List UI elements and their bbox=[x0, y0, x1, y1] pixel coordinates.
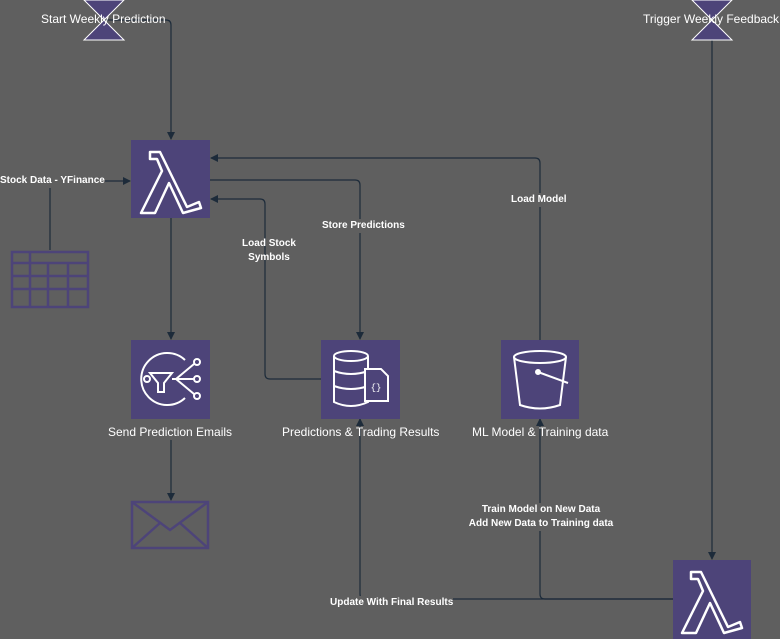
dynamodb-table-icon: {} bbox=[333, 350, 389, 407]
feedback-trigger-icon[interactable] bbox=[690, 0, 734, 41]
edge-label-load-symbols: Load Stock Symbols bbox=[236, 237, 302, 265]
dynamodb-node[interactable]: {} bbox=[321, 340, 400, 419]
spreadsheet-icon bbox=[10, 250, 90, 309]
edge-label-load-symbols-line1: Load Stock bbox=[242, 238, 296, 249]
sns-topic-icon bbox=[140, 352, 201, 406]
dynamodb-label: Predictions & Trading Results bbox=[282, 425, 440, 439]
edge-start-to-lambda[interactable] bbox=[104, 19, 175, 140]
sns-label: Send Prediction Emails bbox=[108, 425, 233, 439]
s3-label: ML Model & Training data bbox=[472, 425, 609, 439]
edge-label-load-model: Load Model bbox=[511, 193, 567, 207]
sns-node[interactable] bbox=[131, 340, 210, 419]
lambda-icon bbox=[680, 570, 744, 635]
start-trigger-label: Start Weekly Prediction bbox=[41, 12, 166, 26]
spreadsheet-node[interactable] bbox=[10, 250, 90, 309]
envelope-icon bbox=[130, 500, 210, 550]
edge-load-symbols[interactable] bbox=[210, 195, 321, 380]
email-node[interactable] bbox=[130, 500, 210, 550]
edge-label-update-results: Update With Final Results bbox=[330, 596, 454, 610]
edge-stock-data[interactable] bbox=[49, 177, 131, 250]
lambda-feedback-node[interactable] bbox=[673, 560, 751, 639]
edge-label-train-line1: Train Model on New Data bbox=[481, 504, 601, 515]
edge-store-predictions[interactable] bbox=[210, 179, 364, 340]
edge-load-model[interactable] bbox=[210, 154, 541, 340]
lambda-icon bbox=[139, 150, 203, 215]
s3-bucket-icon bbox=[513, 350, 569, 410]
svg-text:{}: {} bbox=[371, 383, 382, 393]
edge-label-train-line2: Add New Data to Training data bbox=[468, 518, 614, 529]
edge-label-store-predictions: Store Predictions bbox=[322, 219, 405, 233]
edge-label-stock-data: Stock Data - YFinance bbox=[0, 174, 105, 188]
edge-label-load-symbols-line2: Symbols bbox=[248, 252, 290, 263]
edge-label-train: Train Model on New Data Add New Data to … bbox=[463, 503, 619, 531]
lambda-main-node[interactable] bbox=[131, 140, 210, 218]
s3-node[interactable] bbox=[501, 340, 579, 419]
start-trigger-icon[interactable] bbox=[82, 0, 126, 41]
feedback-trigger-label: Trigger Weekly Feedback bbox=[643, 12, 780, 26]
